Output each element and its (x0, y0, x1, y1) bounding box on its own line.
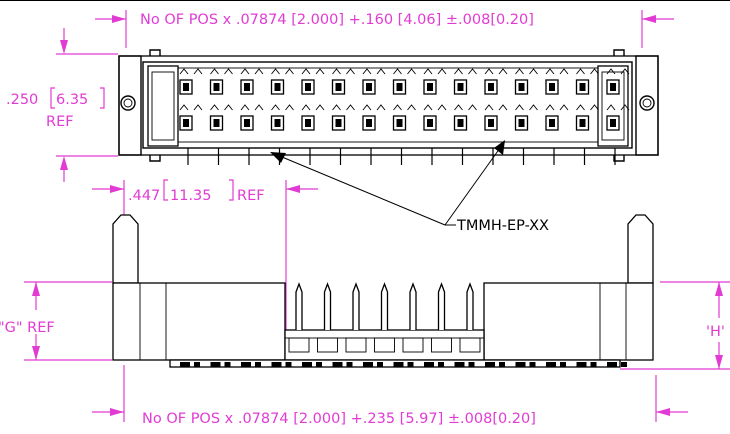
top-pin-array (179, 68, 630, 165)
part-callout: TMMH-EP-XX (270, 140, 549, 234)
solder-tail (332, 362, 343, 367)
bottom-length-text: No OF POS x .07874 [2.000] +.235 [5.97] … (142, 411, 536, 427)
top-pin-cell (209, 104, 233, 131)
height-ref-value: .250 (6, 92, 38, 108)
side-pin-array (288, 282, 481, 353)
right-latch (597, 65, 629, 147)
top-pin-cell (270, 104, 294, 131)
offset-ref-value: .447 (128, 188, 160, 204)
solder-tail (576, 362, 587, 367)
side-pin (466, 282, 474, 330)
top-pin-cell (392, 68, 416, 95)
height-ref-dimension: .250 6.35 REF (6, 28, 118, 182)
top-pin-cell (240, 68, 264, 95)
top-pin-cell (270, 68, 294, 95)
height-ref-metric: 6.35 (56, 92, 88, 108)
side-pin (352, 282, 360, 330)
top-pin-cell (331, 68, 355, 95)
top-pin-cell (179, 68, 203, 95)
height-ref-suffix: REF (46, 114, 74, 130)
offset-ref-suffix: REF (237, 188, 265, 204)
solder-tail (424, 362, 434, 367)
top-pin-cell (575, 68, 599, 95)
top-pin-cell (362, 68, 386, 95)
top-pin-cell (179, 104, 203, 131)
top-pin-cell (331, 104, 355, 131)
bottom-length-dimension: No OF POS x .07874 [2.000] +.235 [5.97] … (92, 365, 688, 427)
top-length-text: No OF POS x .07874 [2.000] +.160 [4.06] … (140, 12, 534, 28)
solder-tail (271, 362, 282, 367)
side-pin (295, 282, 303, 330)
solder-tail (485, 362, 495, 367)
solder-tail (546, 362, 556, 367)
part-number-label: TMMH-EP-XX (456, 218, 549, 234)
solder-tail (302, 362, 312, 367)
top-pin-cell (606, 68, 630, 95)
side-pin (409, 282, 417, 330)
solder-tail (454, 362, 465, 367)
side-pin (437, 282, 446, 330)
top-pin-cell (545, 68, 569, 95)
offset-ref-dimension: .447 11.35 REF (92, 179, 318, 330)
top-pin-cell (453, 68, 477, 95)
solder-tail (607, 362, 617, 367)
right-mounting-hole (639, 95, 655, 111)
side-pin (380, 282, 389, 330)
h-label: 'H' (706, 324, 725, 340)
top-pin-cell (606, 104, 630, 131)
solder-tail (393, 362, 404, 367)
top-pin-cell (240, 104, 264, 131)
top-pin-cell (484, 68, 508, 95)
solder-tail (363, 362, 373, 367)
g-ref-dimension: "G" REF (0, 281, 112, 361)
offset-ref-metric: 11.35 (170, 188, 212, 204)
top-pin-cell (362, 104, 386, 131)
connector-top-view (118, 49, 659, 165)
top-pin-cell (453, 104, 477, 131)
top-pin-cell (423, 68, 447, 95)
top-length-dimension: No OF POS x .07874 [2.000] +.160 [4.06] … (95, 10, 674, 48)
solder-tail (210, 362, 221, 367)
top-pin-cell (301, 68, 325, 95)
top-pin-cell (514, 68, 538, 95)
h-dimension: 'H' (620, 281, 730, 370)
top-pin-cell (545, 104, 569, 131)
top-pin-cell (514, 104, 538, 131)
top-pin-cell (392, 104, 416, 131)
connector-side-view (112, 214, 654, 368)
left-latch (147, 65, 179, 147)
solder-tail-array (180, 362, 627, 367)
g-ref-label: "G" REF (0, 320, 55, 336)
top-pin-cell (575, 104, 599, 131)
side-pin (323, 282, 332, 330)
top-pin-cell (423, 104, 447, 131)
top-pin-cell (301, 104, 325, 131)
left-mounting-hole (120, 95, 136, 111)
top-pin-cell (484, 104, 508, 131)
solder-tail (241, 362, 251, 367)
solder-tail (180, 362, 190, 367)
top-pin-cell (209, 68, 233, 95)
solder-tail (515, 362, 526, 367)
